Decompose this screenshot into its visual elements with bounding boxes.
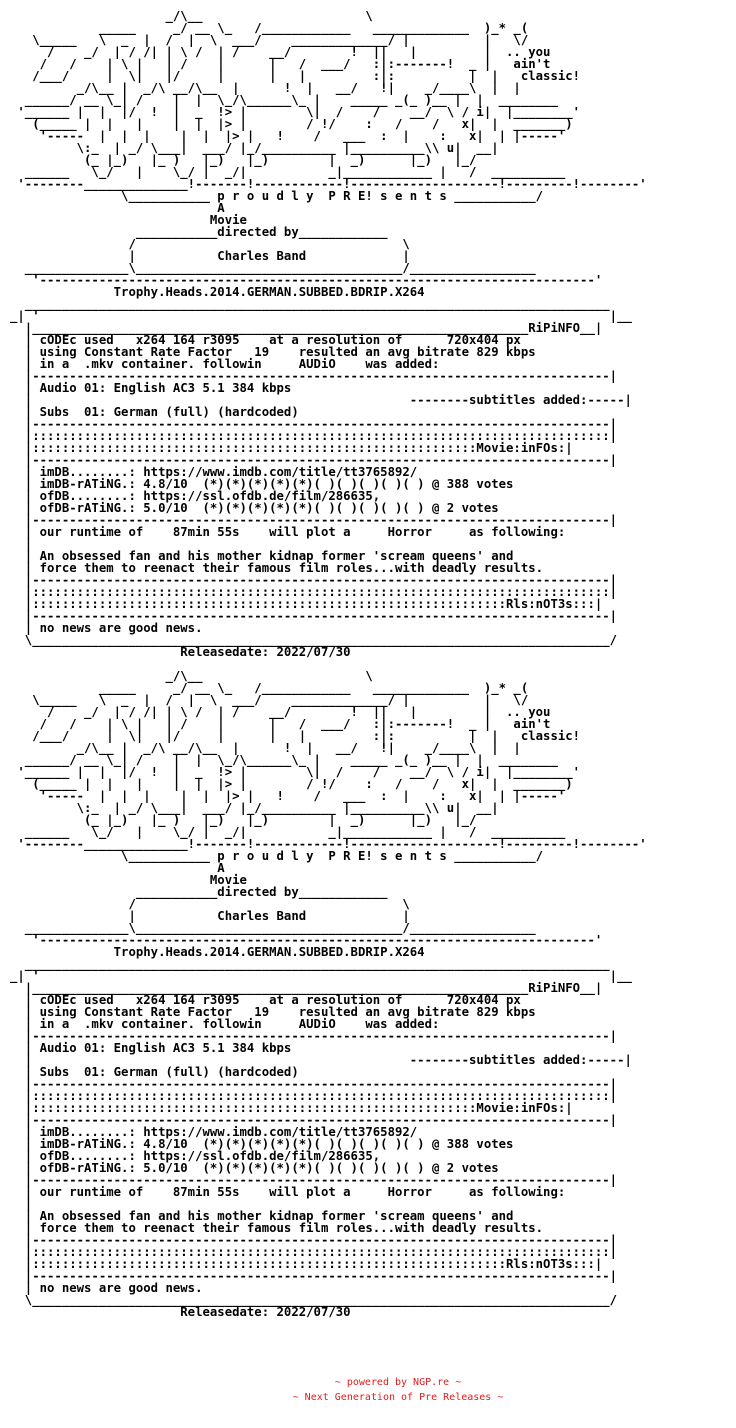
nfo-ascii-logo-repeat: _/\__ \ _____ _/ __ \_ /____________ ___… xyxy=(17,669,647,959)
nfo-ascii-logo: _/\__ \ _____ _/ __ \_ /____________ ___… xyxy=(17,9,647,299)
nfo-info-block: ________________________________________… xyxy=(10,297,632,659)
tagline: ~ Next Generation of Pre Releases ~ xyxy=(292,1392,504,1403)
nfo-text-bottom: _/\__ \ _____ _/ __ \_ /____________ ___… xyxy=(10,670,647,1318)
powered-by-line: ~ powered by NGP.re ~ xyxy=(334,1377,462,1388)
nfo-text-top: _/\__ \ _____ _/ __ \_ /____________ ___… xyxy=(10,10,647,658)
nfo-info-block-repeat: ________________________________________… xyxy=(10,957,632,1319)
